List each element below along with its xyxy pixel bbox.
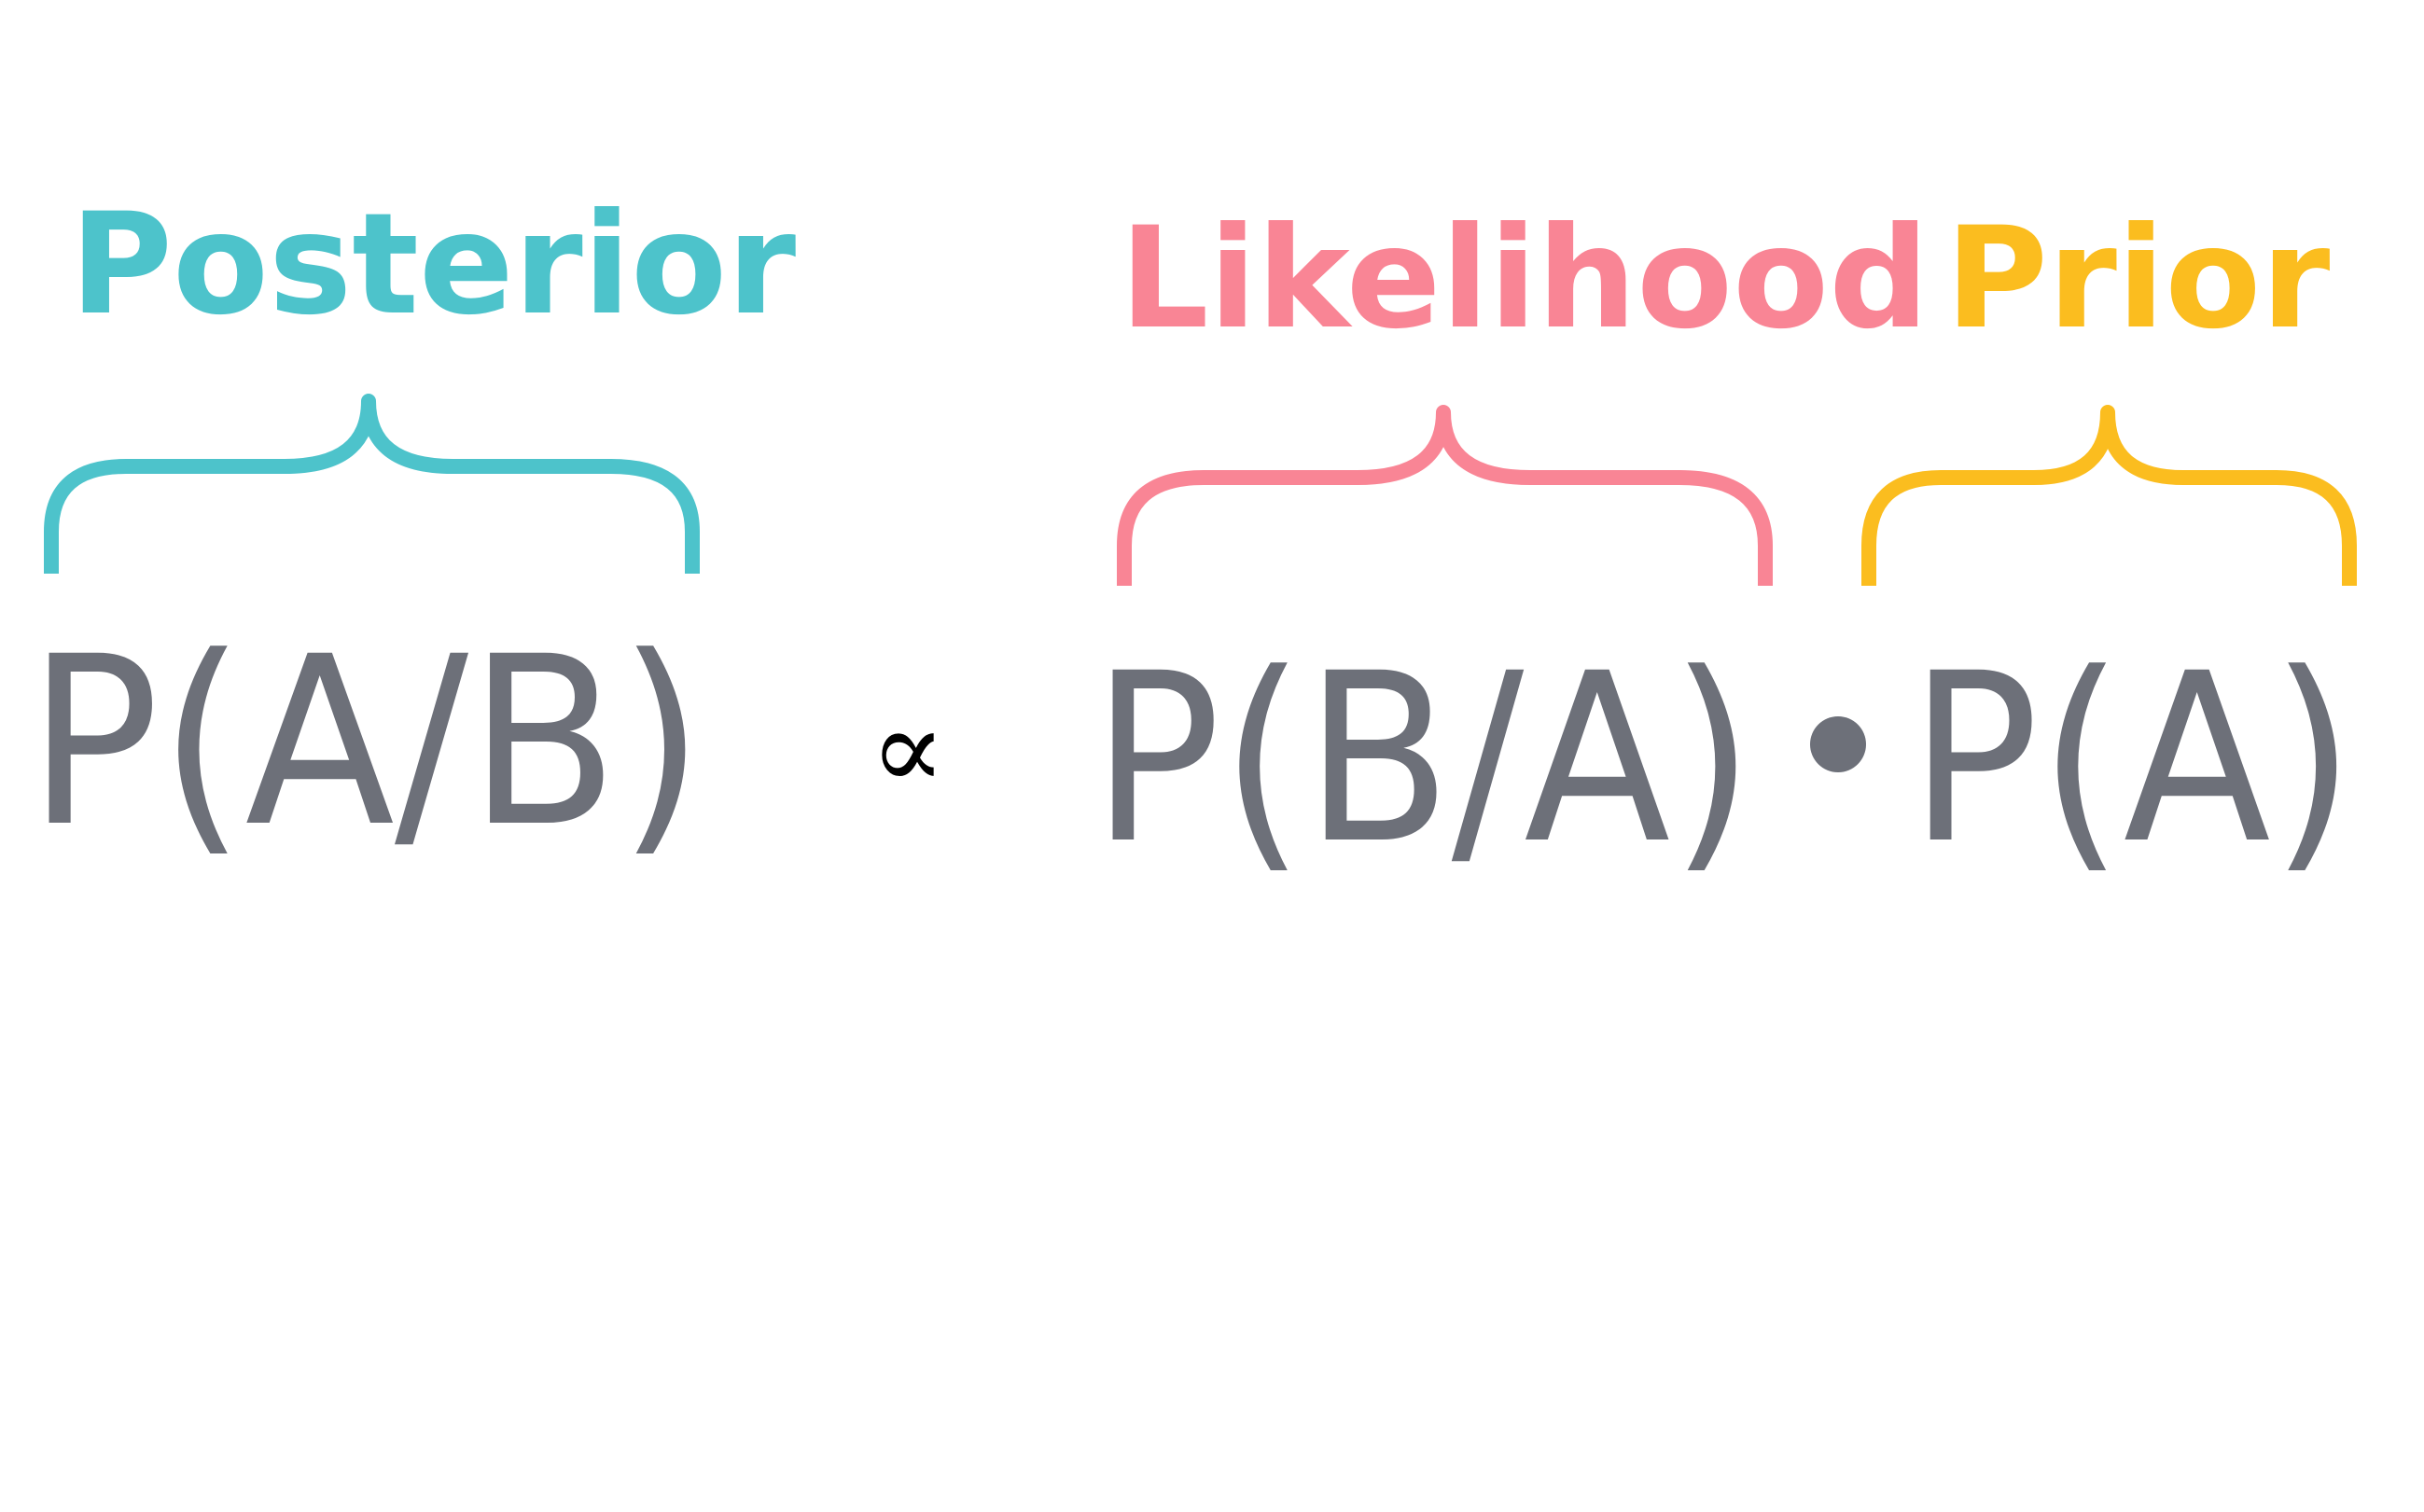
- posterior-label: Posterior: [70, 184, 796, 346]
- proportional-symbol: ∝: [870, 686, 945, 815]
- likelihood-label: Likelihood: [1120, 198, 1929, 360]
- likelihood-brace: [1117, 405, 1773, 586]
- posterior-brace: [44, 394, 700, 574]
- prior-expression: P(A): [1909, 623, 2355, 895]
- likelihood-expression: P(B/A): [1092, 623, 1754, 895]
- multiply-dot: [1810, 716, 1866, 772]
- posterior-expression: P(A/B): [28, 606, 704, 878]
- prior-label: Prior: [1945, 198, 2330, 360]
- prior-brace: [1861, 405, 2357, 586]
